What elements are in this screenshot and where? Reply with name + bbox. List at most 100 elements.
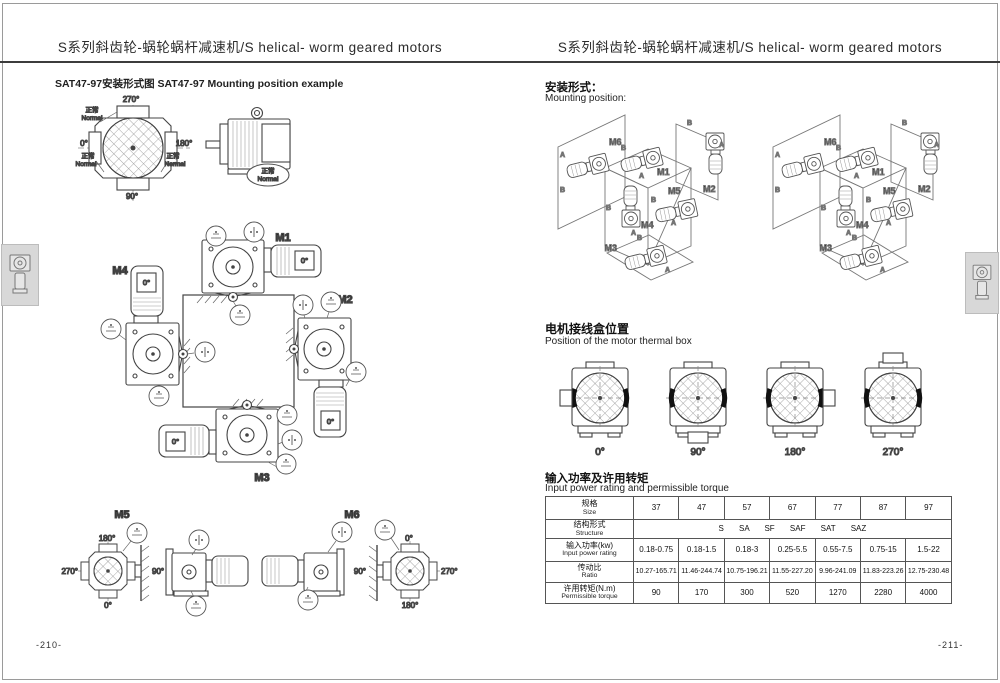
front-angle-left: 0° (80, 139, 88, 148)
table-cell: 97 (905, 496, 952, 520)
mounting-position-iso-right (773, 115, 939, 280)
svg-text:Normal: Normal (165, 161, 187, 168)
gearmotor-unit-m2 (288, 317, 352, 438)
m5-angle-right: 90° (152, 567, 164, 576)
svg-text:正常: 正常 (82, 151, 95, 160)
oil-indicator-icons (100, 221, 367, 475)
m1-motor-angle: 0° (301, 256, 308, 265)
right-page-diagrams: M6 M1 M2 M4 M5 M3 A B B A B A B A B A B … (500, 0, 1000, 459)
motor-front-view-diagram: 270° 0° 180° 90° 正常 Normal 正常 Normal 正常 … (75, 94, 193, 202)
table-heading-cn: 输入功率及许用转矩 (545, 473, 649, 485)
table-cell: 11.46-244.74 (678, 560, 725, 583)
thermal-angle-270: 270° (883, 447, 904, 458)
front-angle-right: 180° (176, 139, 193, 148)
m5-angle-bottom: 0° (104, 601, 112, 610)
thermal-heading-en: Position of the motor thermal box (545, 336, 692, 347)
table-heading-en: Input power rating and permissible torqu… (545, 483, 729, 494)
row-header: 许用转矩(N.m)Permissible torque (545, 581, 634, 604)
thermal-motor-0 (568, 362, 632, 437)
page-title-right: S系列斜齿轮-蜗轮蜗杆减速机/S helical- worm geared mo… (557, 40, 943, 55)
svg-text:正常: 正常 (167, 151, 180, 160)
gearbox-tab-icon (9, 254, 31, 294)
thermal-motor-180 (763, 362, 827, 437)
table-cell: 47 (678, 496, 725, 520)
page-number-right: -211- (938, 640, 964, 650)
m1-label: M1 (275, 232, 290, 244)
m6-angle-bottom: 180° (402, 601, 419, 610)
table-cell: 0.25-5.5 (769, 537, 816, 562)
table-cell: 11.55-227.20 (769, 560, 816, 583)
table-cell: 0.18-0.75 (632, 537, 680, 562)
gearmotor-unit-m1 (201, 239, 322, 303)
table-cell: 37 (632, 496, 680, 520)
m3-motor-angle: 0° (172, 437, 179, 446)
m6-angle-left: 90° (354, 567, 366, 576)
table-cell: 90 (632, 581, 680, 604)
svg-text:正常: 正常 (262, 166, 275, 175)
right-index-tab (965, 252, 999, 314)
svg-text:Normal: Normal (258, 176, 280, 183)
thermal-angle-90: 90° (690, 447, 705, 458)
m6-diagram: M6 0° 90° 270° 180° (261, 508, 458, 611)
gearmotor-unit-m4 (125, 265, 189, 386)
mounting-position-iso-left (558, 115, 724, 280)
front-angle-top: 270° (123, 95, 140, 104)
table-cell: 0.18-3 (723, 537, 771, 562)
normal-label-bottomleft: 正常 Normal (75, 150, 98, 168)
table-cell: 57 (723, 496, 771, 520)
table-cell: 170 (678, 581, 725, 604)
left-index-tab (1, 244, 39, 306)
m6-angle-top: 0° (405, 534, 413, 543)
thermal-angle-180: 180° (785, 447, 806, 458)
thermal-motor-90 (666, 362, 730, 437)
header-rule (0, 61, 1000, 63)
table-cell: 87 (859, 496, 907, 520)
m6-label: M6 (344, 509, 359, 521)
svg-text:Normal: Normal (82, 115, 104, 122)
m4-motor-angle: 0° (143, 278, 150, 287)
table-cell: 2280 (859, 581, 907, 604)
left-subtitle: SAT47-97安装形式图 SAT47-97 Mounting position… (55, 78, 344, 90)
normal-label-topleft: 正常 Normal (81, 104, 104, 122)
thermal-heading-cn: 电机接线盒位置 (545, 322, 630, 336)
table-cell: 1270 (814, 581, 861, 604)
thermal-motor-270 (861, 362, 925, 437)
table-cell: 9.96-241.09 (814, 560, 861, 583)
thermal-angle-0: 0° (595, 447, 605, 458)
m6-angle-right: 270° (441, 567, 458, 576)
mounting-heading-cn: 安装形式： (545, 82, 603, 94)
gearmotor-unit-m3 (158, 399, 279, 463)
m4-label: M4 (112, 265, 128, 277)
table-cell: 10.27-165.71 (632, 560, 680, 583)
normal-label-bottomright: 正常 Normal (164, 150, 187, 168)
table-cell: 300 (723, 581, 771, 604)
page-title-left: S系列斜齿轮-蜗轮蜗杆减速机/S helical- worm geared mo… (57, 40, 443, 55)
svg-text:正常: 正常 (86, 105, 99, 114)
m3-label: M3 (254, 472, 269, 484)
table-cell: 0.75-15 (859, 537, 907, 562)
table-cell: 12.75-230.48 (905, 560, 952, 583)
table-cell: 1.5-22 (905, 537, 952, 562)
table-cell: 0.55-7.5 (814, 537, 861, 562)
table-cell: 0.18-1.5 (678, 537, 725, 562)
table-cell: S SA SF SAF SAT SAZ (633, 519, 952, 539)
m5-angle-left: 270° (61, 567, 78, 576)
table-cell: 67 (769, 496, 816, 520)
table-cell: 11.83-223.26 (859, 560, 907, 583)
mounting-heading-en: Mounting position: (545, 93, 627, 104)
row-header: 输入功率(kw)Input power rating (545, 537, 634, 562)
motor-side-view-diagram: 正常 Normal (205, 106, 291, 187)
thermal-box-views: 0° 90° 180° 270° (559, 352, 925, 459)
svg-text:Normal: Normal (76, 161, 98, 168)
